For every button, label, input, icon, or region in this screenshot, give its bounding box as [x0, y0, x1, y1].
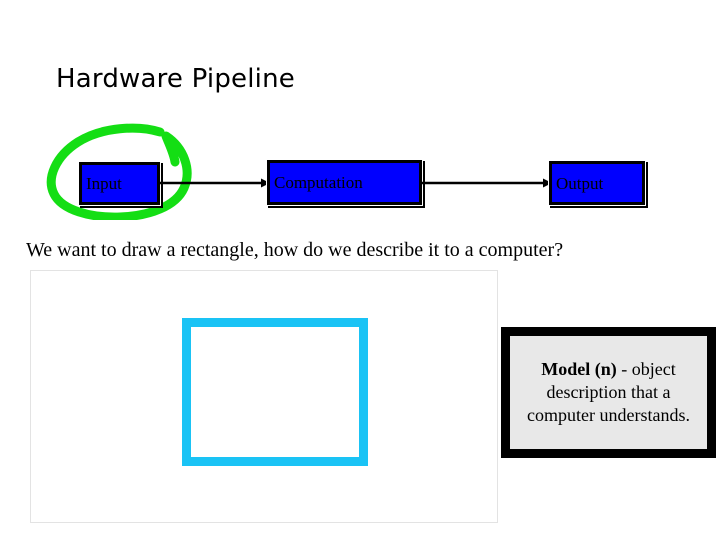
arrow-right-icon	[160, 177, 270, 189]
arrow-right-icon	[422, 177, 552, 189]
definition-callout: Model (n) - object description that a co…	[501, 327, 716, 458]
page-title: Hardware Pipeline	[56, 64, 295, 94]
pipeline-stage-input[interactable]: Input	[79, 162, 160, 205]
definition-term: Model (n)	[541, 359, 617, 379]
pipeline-stage-computation[interactable]: Computation	[267, 160, 422, 205]
body-question-text: We want to draw a rectangle, how do we d…	[26, 239, 564, 261]
definition-text: Model (n) - object description that a co…	[518, 358, 699, 427]
cyan-rectangle-shape[interactable]	[182, 318, 368, 466]
pipeline-stage-label: Computation	[274, 173, 363, 192]
pipeline-stage-label: Input	[86, 174, 122, 193]
drawing-canvas-panel[interactable]	[30, 270, 498, 523]
pipeline-stage-output[interactable]: Output	[549, 161, 645, 205]
definition-body: - object description that a computer und…	[527, 359, 690, 425]
pipeline-stage-label: Output	[556, 173, 604, 193]
